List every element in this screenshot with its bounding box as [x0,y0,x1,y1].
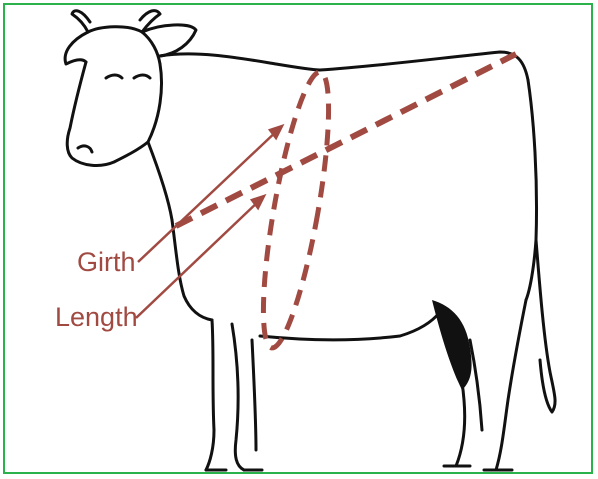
hind-shading [432,300,472,390]
length-label: Length [55,302,138,333]
girth-measure-ellipse [250,68,342,351]
length-measure-line [176,54,516,226]
length-pointer-arrow [136,196,264,318]
girth-pointer-arrow [138,126,282,262]
girth-label: Girth [77,247,136,278]
